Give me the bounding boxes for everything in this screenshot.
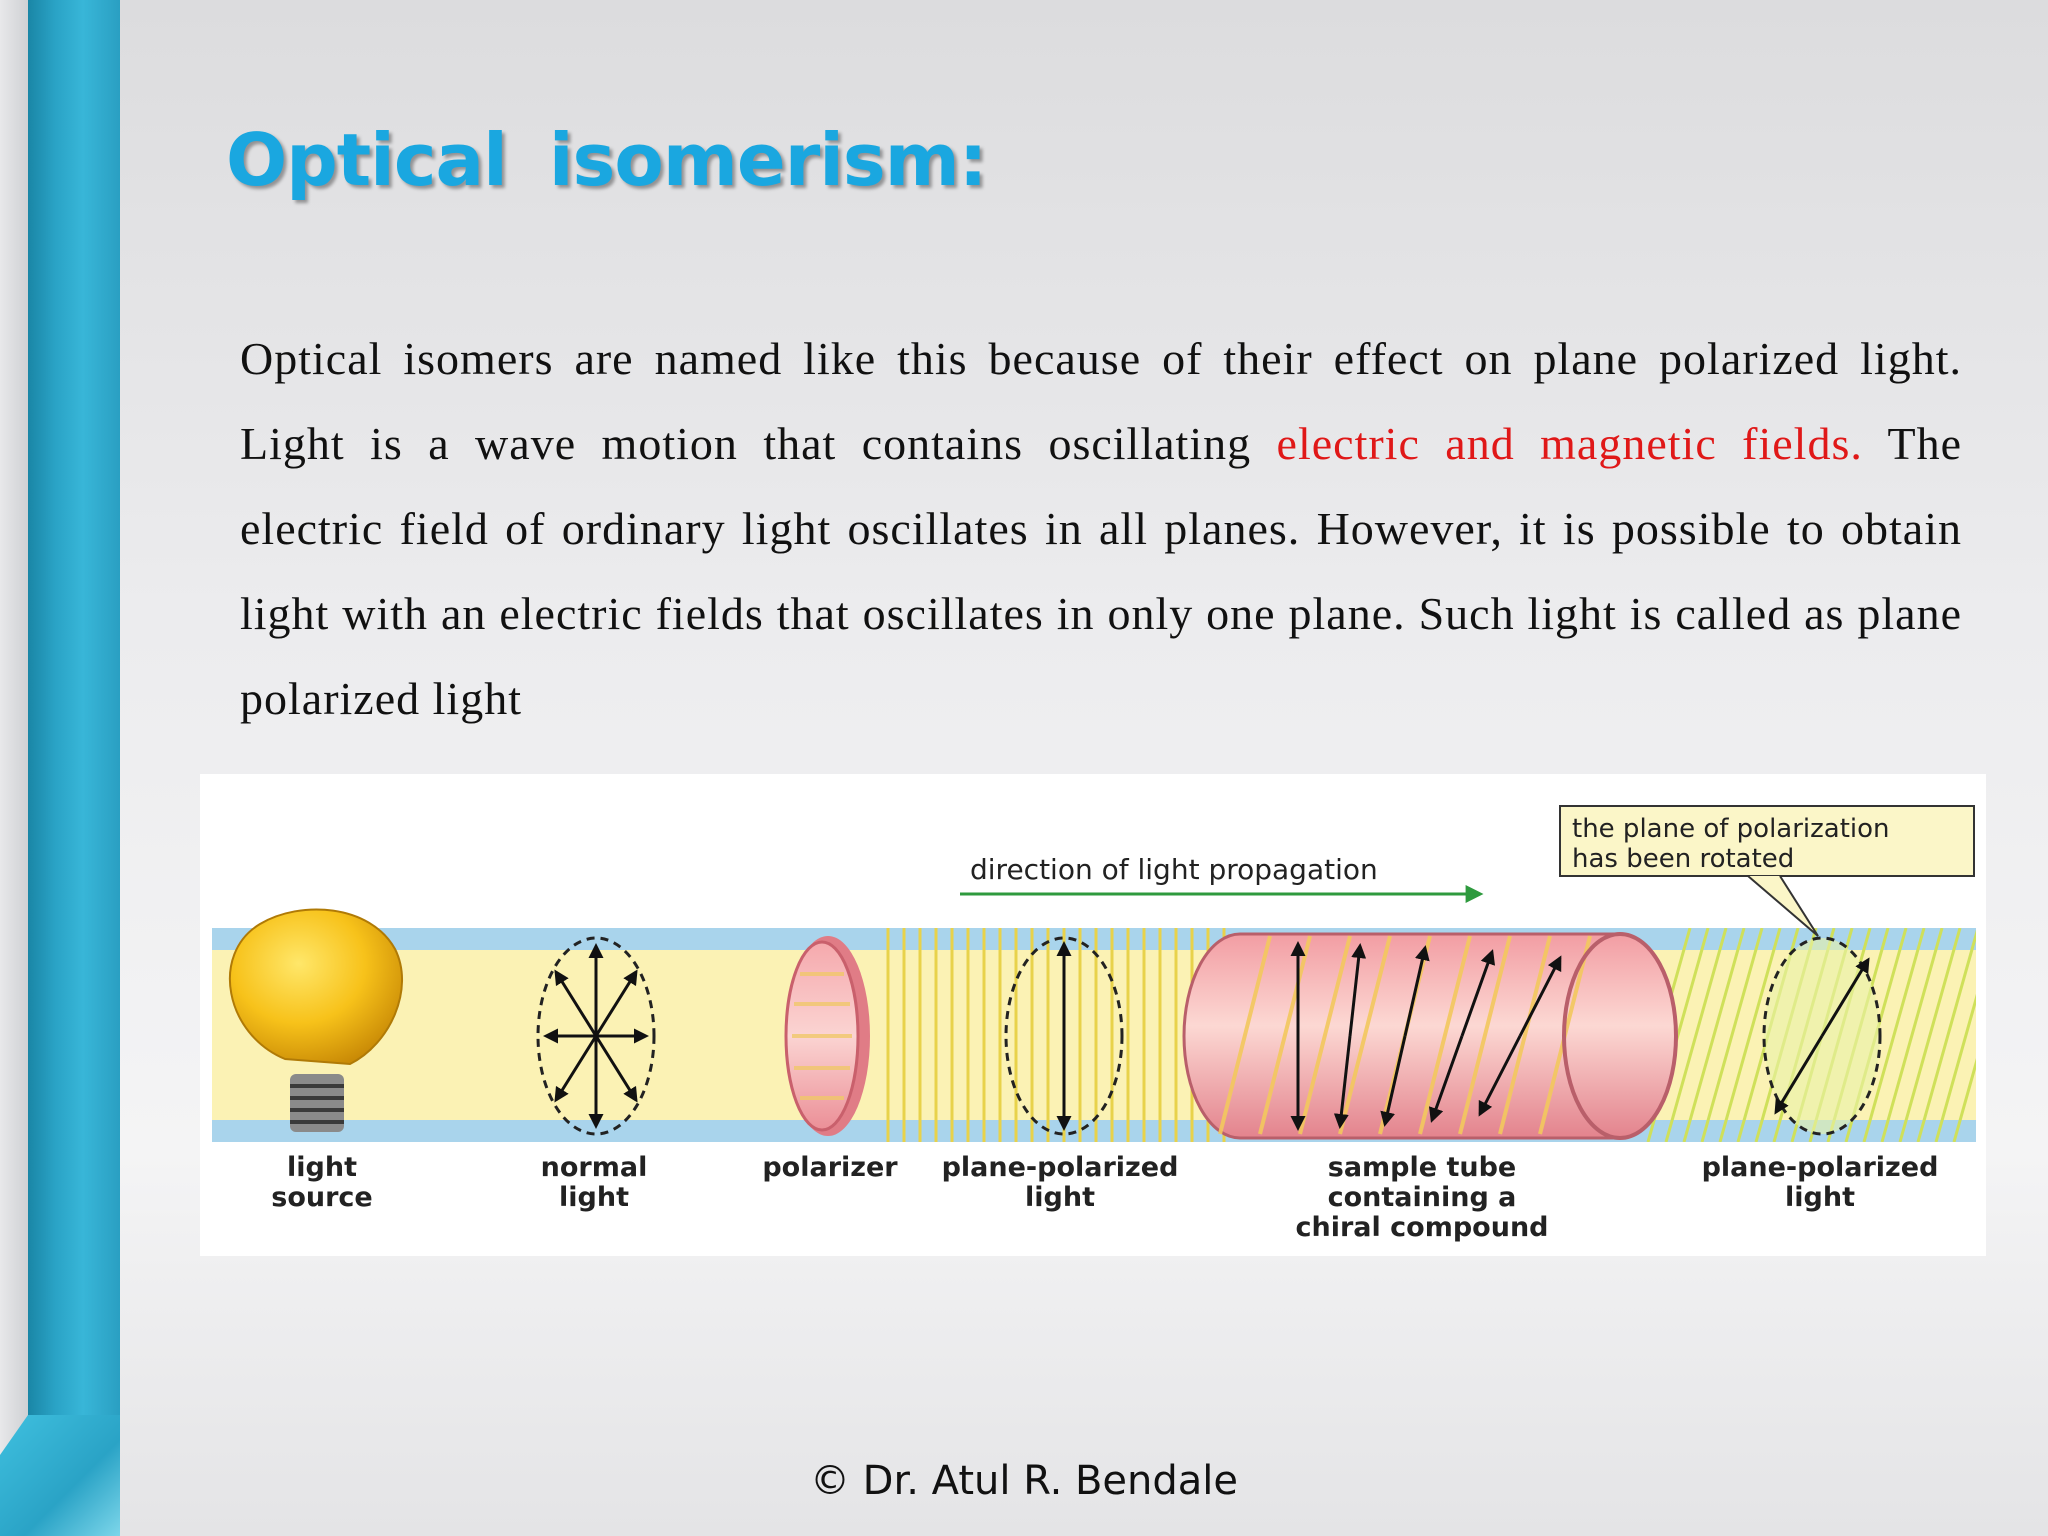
label-sample-tube-3: chiral compound	[1295, 1212, 1548, 1243]
slide-title: Optical isomerism:	[226, 118, 988, 202]
label-sample-tube-1: sample tube	[1328, 1152, 1517, 1183]
paragraph-text-2: The electric field of ordinary light osc…	[240, 418, 1962, 724]
polarization-diagram: direction of light propagation the plane…	[200, 774, 1986, 1256]
label-plane-polarized-1b: light	[1025, 1182, 1095, 1213]
label-normal-light-2: light	[559, 1182, 629, 1213]
sidebar-accent-bar	[28, 0, 120, 1415]
light-bulb-icon	[228, 908, 404, 1132]
label-plane-polarized-2b: light	[1785, 1182, 1855, 1213]
label-sample-tube-2: containing a	[1328, 1182, 1517, 1213]
paragraph-text-1: Optical isomers are named like this beca…	[240, 333, 1962, 469]
sidebar-edge	[0, 0, 28, 1536]
normal-light-icon	[536, 936, 656, 1136]
label-light-source-1: light	[287, 1152, 357, 1183]
light-beam-core	[212, 950, 1976, 1120]
polarization-diagram-svg: direction of light propagation the plane…	[212, 805, 1976, 1243]
body-paragraph: Optical isomers are named like this beca…	[240, 316, 1962, 741]
label-plane-polarized-2a: plane-polarized	[1702, 1152, 1939, 1183]
label-plane-polarized-1a: plane-polarized	[942, 1152, 1179, 1183]
sidebar-accent-foot	[0, 1415, 120, 1536]
sample-tube-icon	[1182, 932, 1678, 1140]
paragraph-highlight: electric and magnetic fields.	[1276, 418, 1863, 469]
label-normal-light-1: normal	[541, 1152, 648, 1183]
plane-polarized-light-icon-1	[1004, 936, 1124, 1136]
direction-label: direction of light propagation	[970, 853, 1378, 886]
label-light-source-2: source	[271, 1182, 372, 1213]
callout-line-2: has been rotated	[1572, 844, 1794, 874]
rotation-callout: the plane of polarization has been rotat…	[1559, 805, 1975, 937]
plane-polarized-light-icon-2	[1762, 936, 1882, 1136]
polarizer-icon	[784, 936, 870, 1136]
callout-line-1: the plane of polarization	[1572, 814, 1890, 844]
copyright-footer: © Dr. Atul R. Bendale	[809, 1458, 1239, 1504]
label-polarizer: polarizer	[762, 1152, 898, 1183]
